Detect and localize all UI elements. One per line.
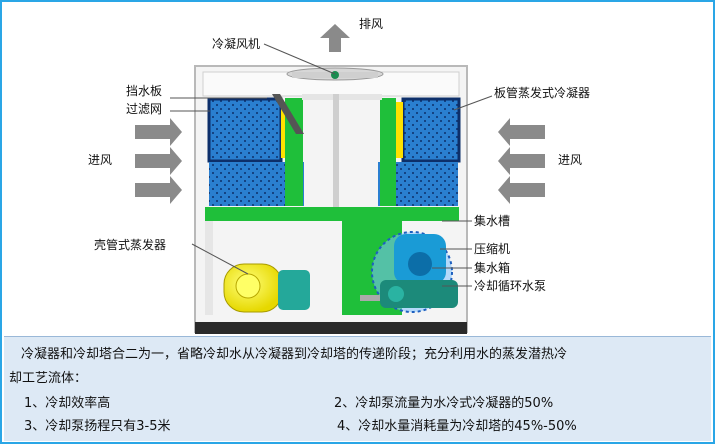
label-water-baffle: 挡水板 <box>126 84 163 98</box>
label-evaporator: 壳管式蒸发器 <box>94 238 167 252</box>
label-condenser-fan: 冷凝风机 <box>212 37 261 51</box>
label-water-tank: 集水槽 <box>474 214 511 228</box>
description-point-2: 2、冷却泵流量为水冷式冷凝器的50% <box>334 396 554 411</box>
compressor <box>394 234 446 284</box>
water-collection-tray <box>205 207 459 221</box>
description-point-3: 3、冷却泵扬程只有3-5米 <box>24 419 171 434</box>
description-intro-line2: 却工艺流体： <box>9 371 88 386</box>
spray-pipe <box>302 94 382 212</box>
cooling-pump <box>360 280 458 308</box>
label-compressor: 压缩机 <box>474 242 511 256</box>
description-intro-line1: 冷凝器和冷却塔合二为一，省略冷却水从冷凝器到冷却塔的传递阶段；充分利用水的蒸发潜… <box>21 347 568 362</box>
label-filter: 过滤网 <box>126 102 163 116</box>
shell-tube-evaporator <box>223 263 310 313</box>
intake-arrows-left <box>135 118 182 204</box>
label-intake-right: 进风 <box>558 153 583 167</box>
leader-lines <box>170 43 493 287</box>
intake-arrows-right <box>498 118 545 204</box>
condenser-coil-right <box>378 97 461 206</box>
description-box: 冷凝器和冷却塔合二为一，省略冷却水从冷凝器到冷却塔的传递阶段；充分利用水的蒸发潜… <box>4 336 711 441</box>
condenser-coil-left <box>207 97 304 206</box>
exhaust-arrow <box>320 24 350 52</box>
label-cooling-pump: 冷却循环水泵 <box>474 279 547 293</box>
label-exhaust: 排风 <box>359 17 384 31</box>
description-point-4: 4、冷却水量消耗量为冷却塔的45%-50% <box>337 419 577 434</box>
label-water-box: 集水箱 <box>474 261 511 275</box>
label-intake-left: 进风 <box>88 153 113 167</box>
water-baffle <box>272 94 304 134</box>
label-plate-tube-condenser: 板管蒸发式冷凝器 <box>494 86 591 100</box>
unit-diagram <box>135 24 545 334</box>
description-point-1: 1、冷却效率高 <box>24 396 111 411</box>
